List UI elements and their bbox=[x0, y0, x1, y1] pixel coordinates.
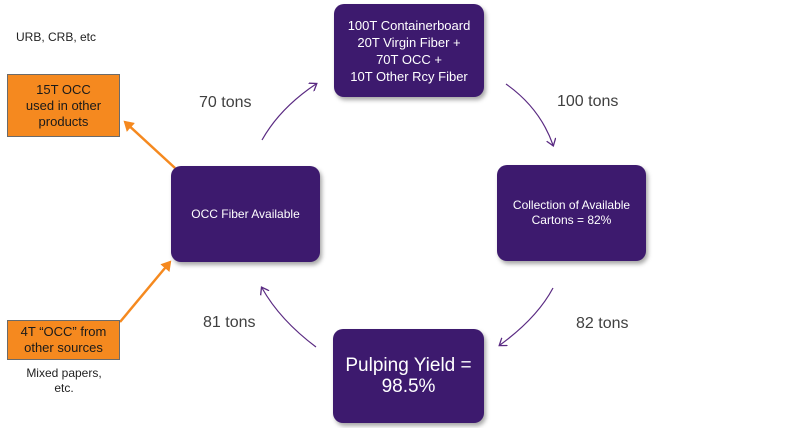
occ-available-label: OCC Fiber Available bbox=[191, 206, 300, 221]
arrow-pulping-to-occ bbox=[262, 288, 317, 348]
containerboard-line-1: 100T Containerboard bbox=[347, 17, 471, 33]
inflow-note: Mixed papers, etc. bbox=[14, 366, 114, 396]
pulping-line-1: Pulping Yield = bbox=[345, 355, 472, 376]
flow-label-81-tons: 81 tons bbox=[203, 314, 256, 331]
occ-inflow-box: 4T “OCC” from other sources bbox=[7, 320, 120, 360]
arrow-occ-to-containerboard bbox=[261, 84, 316, 141]
flow-label-70-tons: 70 tons bbox=[199, 94, 252, 111]
inflow-line-1: 4T “OCC” from bbox=[20, 324, 107, 339]
containerboard-box: 100T Containerboard 20T Virgin Fiber + 7… bbox=[334, 4, 484, 97]
pulping-yield-box: Pulping Yield = 98.5% bbox=[333, 329, 484, 423]
containerboard-line-2: 20T Virgin Fiber + bbox=[357, 34, 461, 50]
inflow-line-2: other sources bbox=[24, 340, 103, 355]
arrow-occ-to-outflow bbox=[123, 120, 176, 169]
arrow-inflow-to-occ bbox=[119, 260, 172, 323]
inflow-note-line-2: etc. bbox=[54, 381, 74, 395]
arrow-collection-to-pulping bbox=[500, 287, 554, 345]
inflow-note-line-1: Mixed papers, bbox=[26, 366, 102, 380]
pulping-line-2: 98.5% bbox=[381, 376, 436, 397]
flow-label-82-tons: 82 tons bbox=[576, 315, 629, 332]
arrow-containerboard-to-collection bbox=[505, 83, 553, 145]
outflow-line-1: 15T OCC bbox=[36, 81, 91, 97]
outflow-note: URB, CRB, etc bbox=[16, 30, 97, 44]
collection-box: Collection of Available Cartons = 82% bbox=[497, 165, 646, 261]
outflow-line-2: used in other bbox=[25, 97, 102, 113]
containerboard-line-4: 10T Other Rcy Fiber bbox=[350, 68, 468, 84]
occ-outflow-box: 15T OCC used in other products bbox=[7, 74, 120, 137]
outflow-line-3: products bbox=[38, 113, 89, 129]
collection-line-1: Collection of Available bbox=[512, 198, 631, 212]
occ-fiber-available-box: OCC Fiber Available bbox=[171, 166, 320, 262]
flow-label-100-tons: 100 tons bbox=[557, 93, 619, 110]
containerboard-line-3: 70T OCC + bbox=[376, 51, 442, 67]
collection-line-2: Cartons = 82% bbox=[531, 213, 612, 227]
